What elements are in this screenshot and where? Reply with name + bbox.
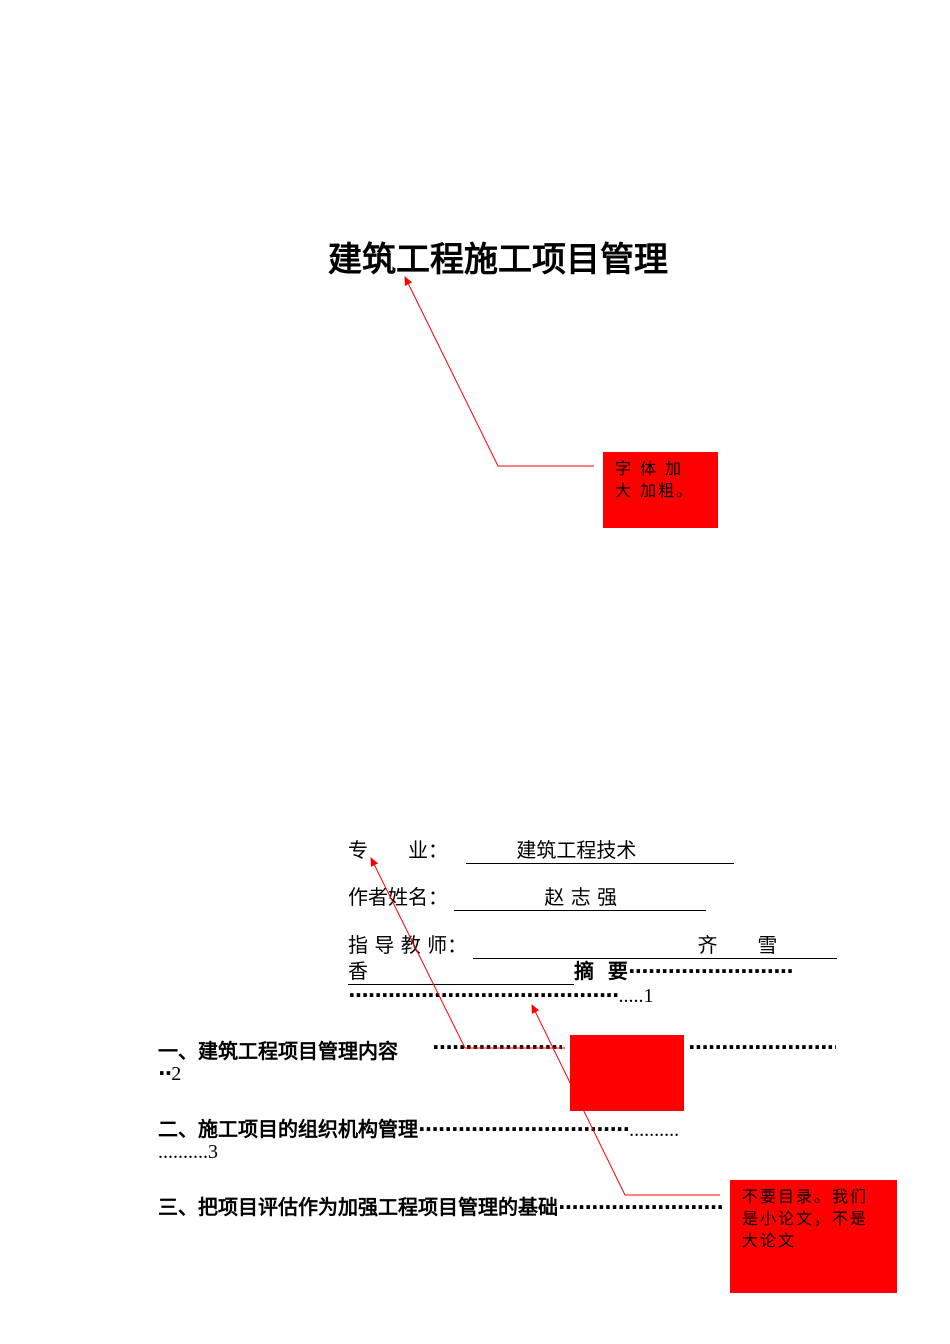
author-label: 作者姓名： — [348, 885, 448, 909]
toc-item-1-cont: ··2 — [158, 1061, 182, 1085]
comment-1-connector — [404, 276, 594, 467]
toc-label: 一、建筑工程项目管理内容 — [158, 1039, 398, 1063]
toc-item-3: 三、把项目评估作为加强工程项目管理的基础····················… — [158, 1195, 724, 1219]
toc-item-1: 一、建筑工程项目管理内容 — [158, 1035, 398, 1064]
toc-item-1-leader-left: ·································· — [432, 1035, 562, 1059]
major-field: 专 业： 建筑工程技术 — [348, 834, 735, 864]
toc-abstract: 香摘 要························· — [348, 955, 794, 985]
advisor-label: 指 导 教 师： — [348, 933, 468, 957]
advisor-field: 指 导 教 师： 齐 雪 — [348, 929, 838, 959]
toc-page: 2 — [171, 1063, 182, 1085]
comment-2-connector — [370, 857, 565, 1049]
author-value: 赵 志 强 — [454, 881, 707, 911]
advisor-value-cont: 香 — [348, 955, 574, 985]
toc-page: 3 — [208, 1141, 218, 1163]
major-value: 建筑工程技术 — [466, 834, 735, 864]
comment-3-connector — [531, 1004, 720, 1196]
toc-label: 摘 要 — [574, 959, 628, 983]
toc-abstract-leader: ········································… — [348, 983, 654, 1007]
toc-item-1-leader-right: ······································ — [688, 1035, 836, 1059]
comment-2[interactable] — [570, 1035, 684, 1111]
author-field: 作者姓名： 赵 志 强 — [348, 881, 707, 911]
document-title: 建筑工程施工项目管理 — [328, 240, 668, 280]
advisor-value: 齐 雪 — [473, 929, 838, 959]
toc-item-2: 二、施工项目的组织机构管理···························… — [158, 1117, 680, 1141]
toc-label: 二、施工项目的组织机构管理 — [158, 1117, 418, 1141]
toc-page: 1 — [643, 985, 654, 1007]
comment-1[interactable]: 字 体 加 大 加粗。 — [603, 452, 718, 528]
comment-3[interactable]: 不要目录。我们是小论文，不是大论文 — [730, 1180, 897, 1293]
major-label: 专 业： — [348, 838, 448, 862]
toc-item-2-cont: ..........3 — [158, 1141, 218, 1163]
toc-label: 三、把项目评估作为加强工程项目管理的基础 — [158, 1195, 558, 1219]
